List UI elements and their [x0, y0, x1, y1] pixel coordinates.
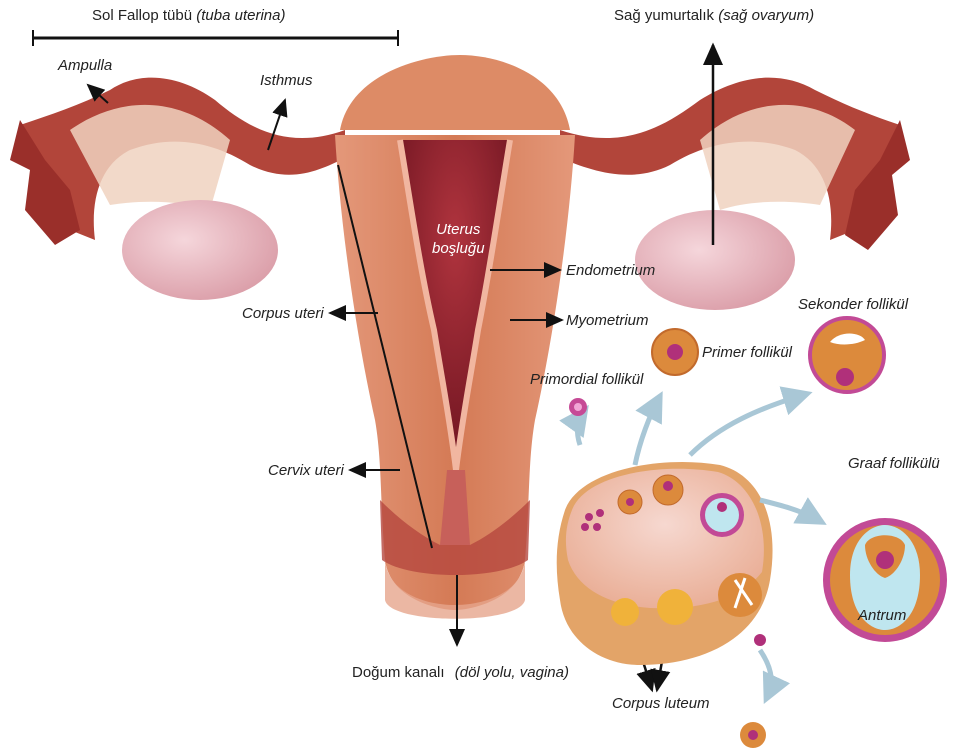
label-antrum: Antrum — [858, 608, 906, 623]
label-sekonder: Sekonder follikül — [798, 297, 908, 312]
label-ampulla: Ampulla — [58, 58, 112, 73]
label-primer: Primer follikül — [702, 345, 792, 360]
label-uterus-2: boşluğu — [432, 241, 485, 256]
left-ovary — [122, 200, 278, 300]
label-ovary-latin: (sağ ovaryum) — [718, 7, 814, 24]
label-fallop-latin: (tuba uterina) — [196, 7, 285, 24]
label-birth-canal-main: Doğum kanalı — [352, 664, 445, 681]
label-corpus-luteum: Corpus luteum — [612, 696, 710, 711]
label-myometrium: Myometrium — [566, 313, 649, 328]
uterus-fundus — [340, 55, 570, 130]
label-endometrium: Endometrium — [566, 263, 655, 278]
label-uterus-1: Uterus — [432, 222, 485, 237]
ovary-cross-section — [557, 462, 773, 665]
label-graaf: Graaf follikülü — [848, 456, 940, 471]
label-fallop: Sol Fallop tübü (tuba uterina) — [92, 8, 285, 23]
label-uterus-cavity: Uterus boşluğu — [432, 222, 485, 256]
label-fallop-main: Sol Fallop tübü — [92, 7, 192, 24]
label-ovary: Sağ yumurtalık (sağ ovaryum) — [614, 8, 814, 23]
label-birth-canal: Doğum kanalı (döl yolu, vagina) — [352, 665, 569, 680]
label-isthmus: Isthmus — [260, 73, 313, 88]
label-ovary-main: Sağ yumurtalık — [614, 7, 714, 24]
label-cervix-uteri: Cervix uteri — [268, 463, 344, 478]
right-ovary — [635, 210, 795, 310]
label-primordial: Primordial follikül — [530, 372, 643, 387]
label-corpus-uteri: Corpus uteri — [242, 306, 324, 321]
label-birth-canal-latin: (döl yolu, vagina) — [455, 664, 569, 681]
